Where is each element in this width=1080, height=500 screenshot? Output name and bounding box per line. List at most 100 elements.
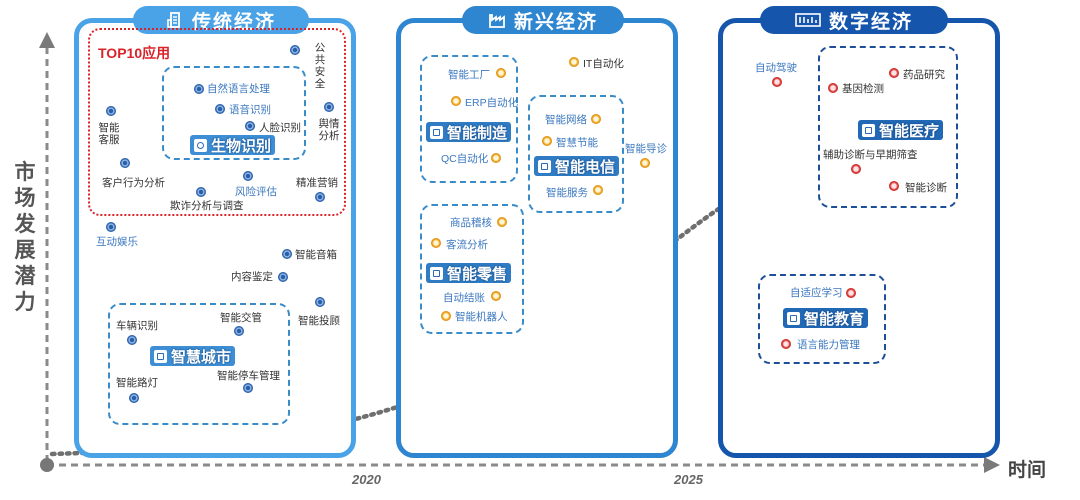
panel-title-text: 传统经济 <box>191 11 276 33</box>
node-public-safety <box>290 45 300 55</box>
node-traffic <box>234 326 244 336</box>
node-content <box>278 272 288 282</box>
x-axis-label: 时间 <box>1008 460 1047 481</box>
label-vehicle: 车辆识别 <box>116 320 158 332</box>
building-icon <box>167 12 180 28</box>
label-risk: 风险评估 <box>235 186 277 198</box>
label-customer-service: 智能客服 <box>98 122 120 146</box>
label-entertainment: 互动娱乐 <box>96 236 138 248</box>
label-language: 语言能力管理 <box>797 339 860 351</box>
label-erp: ERP自动化 <box>465 97 519 109</box>
label-energy: 智慧节能 <box>556 137 598 149</box>
node-erp <box>451 96 461 106</box>
node-diagnosis <box>889 181 899 191</box>
label-nlp: 自然语言处理 <box>207 83 270 95</box>
node-qc <box>491 153 501 163</box>
node-customer-service <box>106 106 116 116</box>
node-gene <box>828 83 838 93</box>
education-group-badge: 智能教育 <box>783 308 869 328</box>
node-risk <box>243 171 253 181</box>
digital-icon <box>795 13 821 27</box>
smart-city-group-badge: 智慧城市 <box>150 346 236 366</box>
label-it-automation: IT自动化 <box>583 58 624 70</box>
label-parking: 智能停车管理 <box>217 370 280 382</box>
node-triage <box>640 158 650 168</box>
node-energy <box>542 136 552 146</box>
node-fraud <box>196 187 206 197</box>
node-language <box>781 339 791 349</box>
label-customer-behavior: 客户行为分析 <box>102 177 165 189</box>
node-it-automation <box>569 57 579 67</box>
node-audit <box>497 217 507 227</box>
x-axis-arrow <box>984 457 1000 473</box>
label-triage: 智能导诊 <box>625 143 667 155</box>
label-audit: 商品稽核 <box>450 217 492 229</box>
node-smart-service <box>593 185 603 195</box>
medical-group-box <box>818 46 958 208</box>
eye-icon <box>194 138 207 152</box>
telecom-group-badge: 智能电信 <box>534 156 620 176</box>
server-icon <box>538 159 551 173</box>
panel-emerging-title: 新兴经济 <box>462 6 624 34</box>
label-fraud: 欺诈分析与调查 <box>170 200 244 212</box>
y-axis-arrow <box>39 32 55 48</box>
label-sentiment: 舆情分析 <box>318 118 340 142</box>
node-robot <box>441 311 451 321</box>
panel-title-text: 新兴经济 <box>513 11 598 33</box>
label-public-safety: 公共安全 <box>314 42 326 90</box>
label-checkout: 自动结账 <box>443 292 485 304</box>
monitor-icon <box>430 125 443 139</box>
label-smart-service: 智能服务 <box>546 187 588 199</box>
year-2025: 2025 <box>674 472 703 487</box>
telecom-group-box <box>528 95 624 213</box>
node-drug <box>889 68 899 78</box>
panel-digital-title: 数字经济 <box>760 6 948 34</box>
node-vehicle <box>127 335 137 345</box>
retail-group-box <box>420 204 524 334</box>
node-sentiment <box>324 102 334 112</box>
top10-box <box>88 28 346 216</box>
node-screening <box>851 164 861 174</box>
home-icon <box>154 349 167 363</box>
node-autonomous <box>772 77 782 87</box>
biometric-group-badge: 生物识别 <box>190 135 276 155</box>
label-gene: 基因检测 <box>842 83 884 95</box>
year-2020: 2020 <box>352 472 381 487</box>
label-smart-speaker: 智能音箱 <box>295 249 337 261</box>
node-smart-factory <box>496 68 506 78</box>
label-qc: QC自动化 <box>441 153 489 165</box>
label-speech: 语音识别 <box>229 104 271 116</box>
smart-city-group-box <box>108 303 290 425</box>
label-smart-network: 智能网络 <box>545 114 587 126</box>
label-diagnosis: 智能诊断 <box>905 182 947 194</box>
manufacturing-group-box <box>420 55 518 183</box>
node-adaptive <box>846 288 856 298</box>
phone-icon <box>430 266 443 280</box>
y-axis-label: 市场发展潜力 <box>14 161 36 314</box>
label-face: 人脸识别 <box>259 122 301 134</box>
node-speech <box>215 104 225 114</box>
node-smart-speaker <box>282 249 292 259</box>
top10-label: TOP10应用 <box>98 45 171 61</box>
node-nlp <box>194 84 204 94</box>
node-street-light <box>129 393 139 403</box>
label-screening: 辅助诊断与早期筛查 <box>823 149 918 161</box>
node-entertainment <box>106 222 116 232</box>
node-checkout <box>491 291 501 301</box>
medical-icon <box>862 123 875 137</box>
origin-dot <box>40 458 54 472</box>
node-face <box>245 121 255 131</box>
manufacturing-group-badge: 智能制造 <box>426 122 512 142</box>
node-marketing <box>315 192 325 202</box>
retail-group-badge: 智能零售 <box>426 263 512 283</box>
label-street-light: 智能路灯 <box>116 377 158 389</box>
factory-icon <box>489 14 505 28</box>
label-autonomous: 自动驾驶 <box>755 62 797 74</box>
node-robo-advisor <box>315 297 325 307</box>
node-customer-behavior <box>120 158 130 168</box>
label-marketing: 精准营销 <box>296 177 338 189</box>
node-parking <box>243 383 253 393</box>
biometric-group-box <box>162 66 306 160</box>
label-adaptive: 自适应学习 <box>790 287 843 299</box>
node-smart-network <box>591 114 601 124</box>
